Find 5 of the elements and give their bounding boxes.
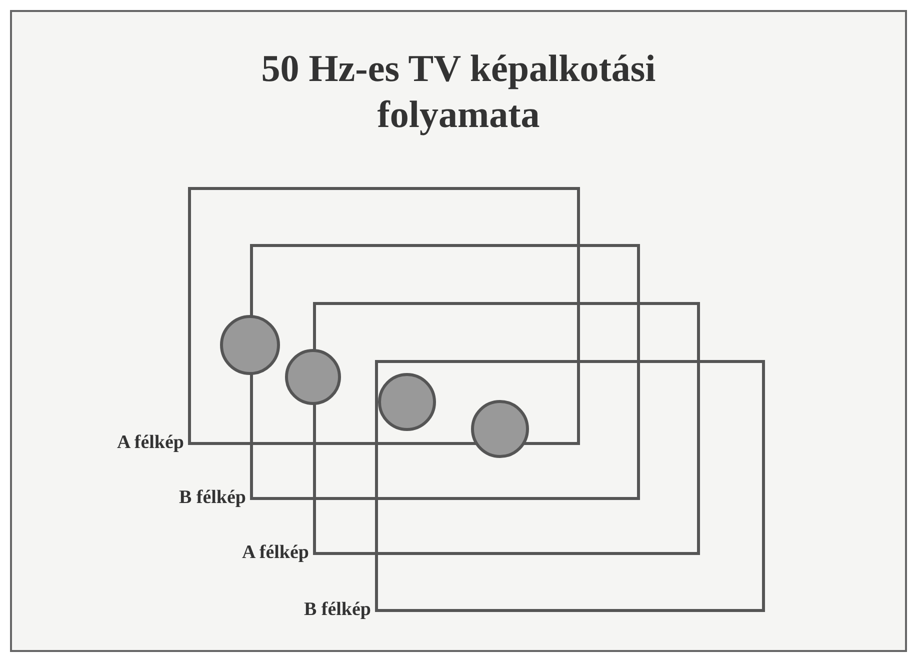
title: 50 Hz-es TV képalkotási folyamata bbox=[260, 47, 657, 138]
field-label: A félkép bbox=[242, 542, 309, 564]
field-label: A félkép bbox=[116, 432, 184, 454]
field-label: B félkép bbox=[304, 599, 371, 621]
field-label: B félkép bbox=[178, 487, 246, 509]
